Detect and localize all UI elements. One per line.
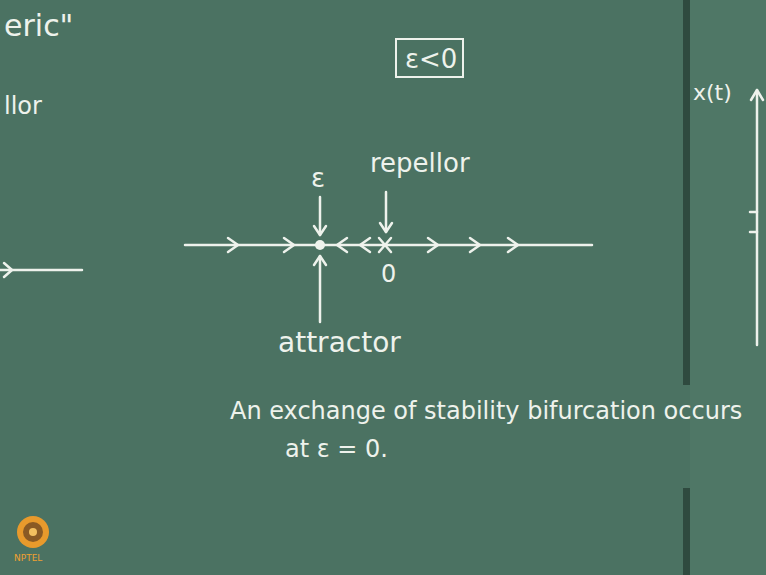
flow-arrow: [228, 238, 238, 252]
flow-arrow: [337, 238, 347, 252]
axis-label: x(t): [693, 80, 732, 106]
right-board-panel: [690, 0, 766, 575]
axis-value: 0: [381, 260, 396, 289]
board-frame: [683, 0, 690, 385]
axis: [756, 90, 759, 345]
point-label: repellor: [370, 148, 470, 179]
repellor-cross: [379, 238, 391, 252]
phase-line: [185, 244, 592, 247]
point-label: attractor: [278, 326, 401, 360]
pointer-arrow: [385, 192, 388, 232]
cut-word: llor: [4, 92, 42, 121]
logo-text: NPTEL: [14, 553, 42, 564]
cut-word: eric": [4, 8, 73, 44]
axis-tick: [750, 231, 757, 234]
flow-arrow: [428, 238, 438, 252]
flow-arrow: [508, 238, 518, 252]
board-frame: [683, 488, 690, 575]
logo: [23, 522, 43, 542]
flow-arrow: [360, 238, 370, 252]
node-text: ε<0: [405, 44, 454, 75]
flow-arrow: [284, 238, 294, 252]
pointer-arrow: [380, 223, 392, 232]
axis-arrow: [751, 90, 763, 100]
case-box: ε<0: [395, 38, 464, 78]
attractor-dot: [315, 240, 325, 250]
flow-arrow: [470, 238, 480, 252]
pointer-arrow: [314, 226, 326, 235]
note: An exchange of stability bifurcation occ…: [230, 392, 755, 469]
pointer-arrow: [319, 197, 322, 235]
pointer-arrow: [319, 256, 322, 322]
logo: [29, 528, 37, 536]
point-label: ε: [311, 163, 325, 194]
pointer-arrow: [314, 256, 326, 265]
axis-tick: [750, 211, 757, 214]
flow-arrow: [4, 263, 12, 277]
logo: [17, 516, 49, 548]
